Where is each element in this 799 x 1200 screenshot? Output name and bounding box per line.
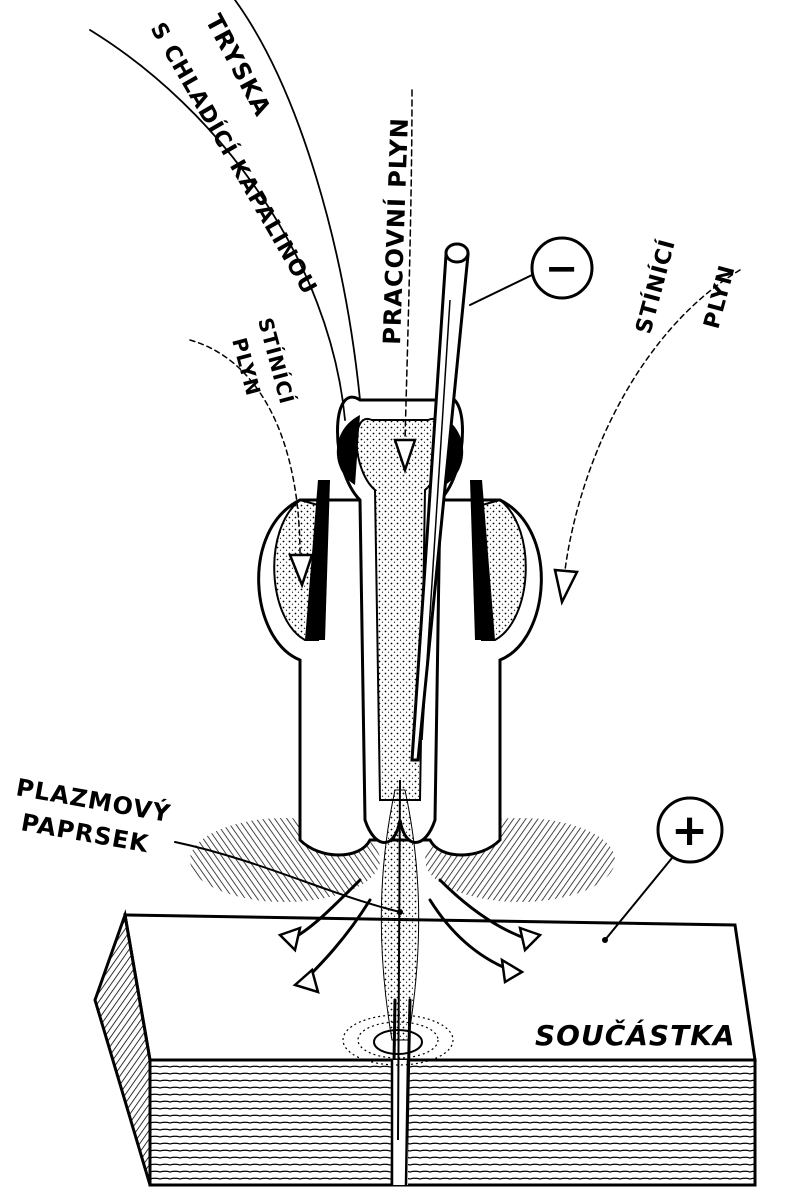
negative-pole: −	[469, 236, 594, 306]
label-shield-gas-right-1: STÍNÍCÍ	[631, 236, 681, 336]
nozzle-leader-lines	[89, 0, 361, 421]
outflow-arrows	[277, 878, 543, 994]
label-workpiece: SOUČÁSTKA	[535, 1018, 736, 1052]
working-gas-arrow	[393, 89, 417, 474]
label-shield-gas-right-2: PLYN	[700, 262, 741, 331]
electrode	[410, 242, 470, 762]
shield-gas-left-arrow	[189, 339, 314, 589]
plasma-beam-leader	[174, 841, 401, 913]
negative-pole-symbol: −	[545, 246, 580, 292]
positive-pole: +	[602, 796, 724, 943]
shield-gas-right-arrow	[553, 269, 741, 606]
workpiece-block	[93, 909, 757, 1187]
positive-pole-symbol: +	[671, 805, 709, 856]
